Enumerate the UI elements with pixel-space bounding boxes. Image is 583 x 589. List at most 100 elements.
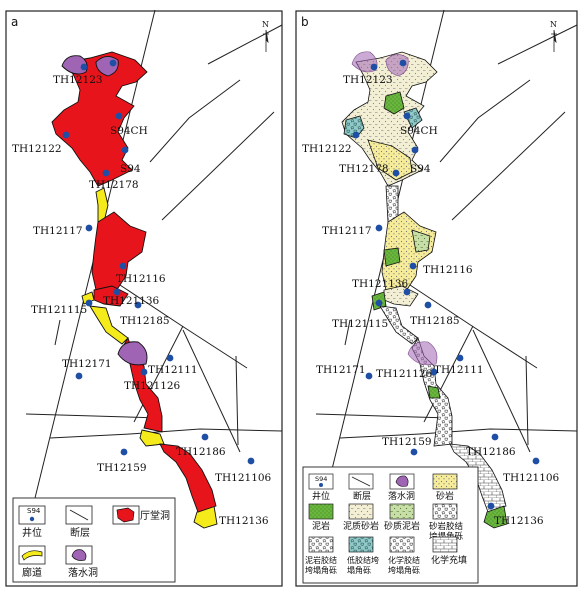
well-marker — [85, 224, 93, 232]
sandstone-zone — [381, 211, 437, 293]
fault — [25, 413, 161, 419]
well-label: TH12123 — [343, 74, 393, 86]
well-label: TH12159 — [97, 462, 147, 474]
well-label: TH121106 — [503, 472, 560, 484]
sandstone-zone — [367, 139, 413, 181]
well-marker — [370, 63, 378, 71]
well-label: TH12185 — [410, 315, 460, 327]
fault — [439, 79, 531, 163]
fault — [423, 325, 474, 423]
legend-label: 廊道 — [22, 566, 42, 579]
well-label: TH121115 — [332, 318, 388, 330]
well-label: TH12122 — [302, 143, 352, 155]
well-label: TH12116 — [116, 273, 166, 285]
well-marker — [409, 262, 417, 270]
well-label: TH12171 — [62, 358, 112, 370]
sinkhole — [61, 55, 88, 75]
chem-fill-swatch — [432, 536, 458, 553]
mudstone-zone — [383, 91, 405, 115]
well-marker — [85, 299, 93, 307]
hall — [159, 443, 217, 513]
fault — [207, 24, 283, 65]
well-marker — [403, 288, 411, 296]
panel-b: b N — [295, 9, 578, 587]
well-label: TH12117 — [33, 225, 83, 237]
chem-breccia-swatch — [389, 536, 415, 553]
well-label: S94 — [410, 163, 431, 175]
panel-a-frame — [5, 10, 283, 587]
hall-icon — [116, 507, 135, 523]
legend-label: 泥岩 — [312, 520, 330, 532]
well-marker — [375, 299, 383, 307]
legend-label: 厅堂洞 — [140, 510, 170, 522]
breccia-zone — [343, 115, 365, 139]
well-label: TH12178 — [339, 163, 389, 175]
well-marker — [109, 59, 117, 67]
well-label: TH12186 — [176, 446, 226, 458]
fault — [339, 428, 578, 439]
well-label: TH12185 — [120, 315, 170, 327]
well-marker — [134, 301, 142, 309]
well-marker — [411, 146, 419, 154]
well-marker — [115, 112, 123, 120]
well-label: S94CH — [400, 125, 438, 137]
fault-lines — [315, 9, 578, 499]
well-marker — [365, 372, 373, 380]
fault — [409, 284, 538, 369]
legend-label: 砂质泥岩 — [384, 520, 420, 532]
sandy-mudstone-swatch — [389, 503, 415, 520]
svg-text:N: N — [262, 20, 269, 29]
well-marker — [80, 63, 88, 71]
well-label: S94 — [120, 163, 141, 175]
legend-b: S94 井位 断层 落水洞 砂岩 泥岩 泥质砂岩 砂质泥岩 砂岩胶结垮塌角砾 泥… — [302, 466, 479, 584]
legend-label: 井位 — [312, 490, 330, 502]
well-label: TH121136 — [352, 278, 409, 290]
well-label: TH121106 — [215, 472, 272, 484]
passage — [139, 429, 165, 447]
legend-well-sample: S94 — [315, 475, 327, 483]
well-marker — [487, 502, 495, 510]
fault — [472, 329, 531, 453]
well-marker — [532, 457, 540, 465]
sand-breccia-swatch — [432, 503, 458, 520]
well-icon — [29, 516, 35, 522]
mud-breccia-swatch — [308, 536, 334, 553]
well-labels: TH12123 S94CH TH12122 S94 TH12178 TH1211… — [12, 74, 272, 527]
fault — [182, 329, 241, 453]
well-marker — [62, 131, 70, 139]
fault — [344, 319, 351, 346]
fault — [119, 284, 248, 369]
fault — [497, 24, 578, 65]
legend-label: 断层 — [353, 490, 371, 502]
legend-label: 断层 — [70, 526, 90, 539]
fault-icon — [69, 509, 89, 521]
hall — [91, 211, 147, 293]
fault-lines — [25, 9, 283, 499]
well-label: TH121136 — [103, 295, 160, 307]
well-label: S94CH — [110, 125, 148, 137]
well-marker — [201, 433, 209, 441]
well-marker — [410, 448, 418, 456]
well-markers — [352, 59, 540, 510]
legend-label: 低胶结垮塌角砾 — [347, 555, 379, 575]
well-label: TH12123 — [53, 74, 103, 86]
legend-well-sample: S94 — [27, 507, 41, 515]
well-label: TH12186 — [466, 446, 516, 458]
well-marker — [392, 169, 400, 177]
muddy-sandstone-swatch — [348, 503, 374, 520]
well-label: TH12178 — [89, 179, 139, 191]
well-label: TH12122 — [12, 143, 62, 155]
well-marker — [456, 354, 464, 362]
legend-label: 落水洞 — [388, 490, 415, 502]
well-marker — [352, 131, 360, 139]
legend-label: 井位 — [22, 526, 42, 539]
mudstone-zone — [383, 247, 401, 267]
legend-label: 泥质砂岩 — [343, 520, 379, 532]
well-label: TH12117 — [322, 225, 372, 237]
well-marker — [119, 262, 127, 270]
legend-label: 落水洞 — [68, 567, 98, 579]
well-marker — [140, 368, 148, 376]
legend-label: 砂岩胶结垮塌角砾 — [429, 521, 464, 542]
well-marker — [102, 169, 110, 177]
